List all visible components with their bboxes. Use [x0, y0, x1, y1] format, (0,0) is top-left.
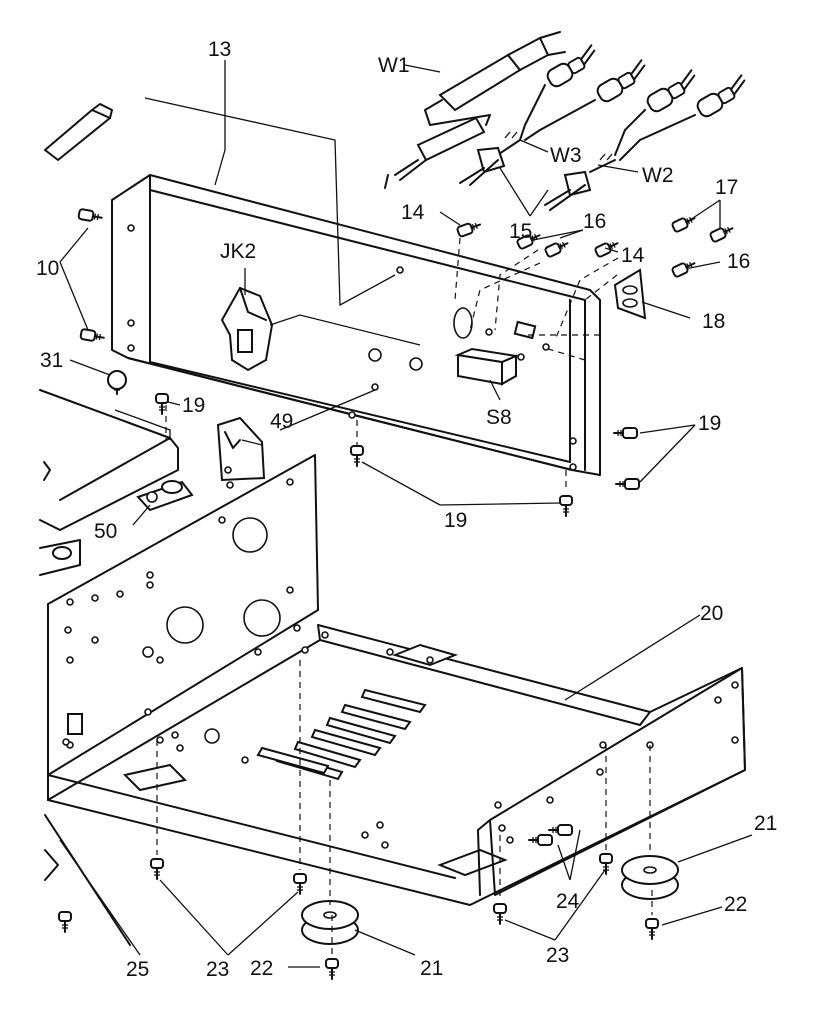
callout-24: 24 — [556, 890, 580, 913]
callout-jk2: JK2 — [220, 240, 256, 263]
callout-22-left: 22 — [250, 957, 273, 980]
callout-15: 15 — [509, 220, 532, 243]
chassis — [47, 454, 746, 906]
callout-23-left: 23 — [206, 958, 229, 981]
bracket-18 — [613, 268, 647, 320]
s8-switch — [454, 347, 520, 386]
callout-labels: 13 W1 W3 W2 17 14 16 14 16 15 JK2 18 10 … — [36, 38, 777, 981]
rear-panel — [111, 174, 601, 476]
callout-w1: W1 — [378, 54, 410, 77]
callout-21-left: 21 — [420, 957, 443, 980]
callout-w3: W3 — [550, 144, 582, 167]
jk2-jack — [220, 286, 274, 372]
callout-14-right: 14 — [621, 244, 645, 267]
callout-17: 17 — [715, 176, 738, 199]
callout-16-right: 16 — [727, 250, 750, 273]
callout-16-upper: 16 — [583, 210, 606, 233]
screws — [58, 207, 736, 980]
callout-21-right: 21 — [754, 812, 777, 835]
bracket-49 — [216, 416, 266, 482]
part-50 — [136, 480, 194, 512]
callout-49: 49 — [270, 410, 293, 433]
callout-18: 18 — [702, 310, 725, 333]
assembly-lines — [156, 237, 653, 955]
callout-19-left: 19 — [182, 394, 205, 417]
callout-19-right: 19 — [698, 412, 721, 435]
callout-w2: W2 — [642, 164, 674, 187]
callout-s8: S8 — [486, 406, 512, 429]
callout-20: 20 — [700, 602, 723, 625]
callout-22-right: 22 — [724, 893, 747, 916]
callout-10: 10 — [36, 257, 59, 280]
feet — [301, 855, 679, 945]
callout-31: 31 — [40, 349, 63, 372]
callout-13: 13 — [208, 38, 231, 61]
circuit-panel-left — [39, 389, 179, 576]
callout-25: 25 — [126, 958, 149, 981]
callout-23-right: 23 — [546, 944, 569, 967]
callout-50: 50 — [94, 520, 117, 543]
callout-19-bottom: 19 — [444, 509, 467, 532]
cabinet-rail-upper-left — [44, 103, 113, 161]
callout-14-upper: 14 — [401, 201, 425, 224]
leader-lines — [59, 60, 753, 968]
cables — [384, 31, 752, 211]
